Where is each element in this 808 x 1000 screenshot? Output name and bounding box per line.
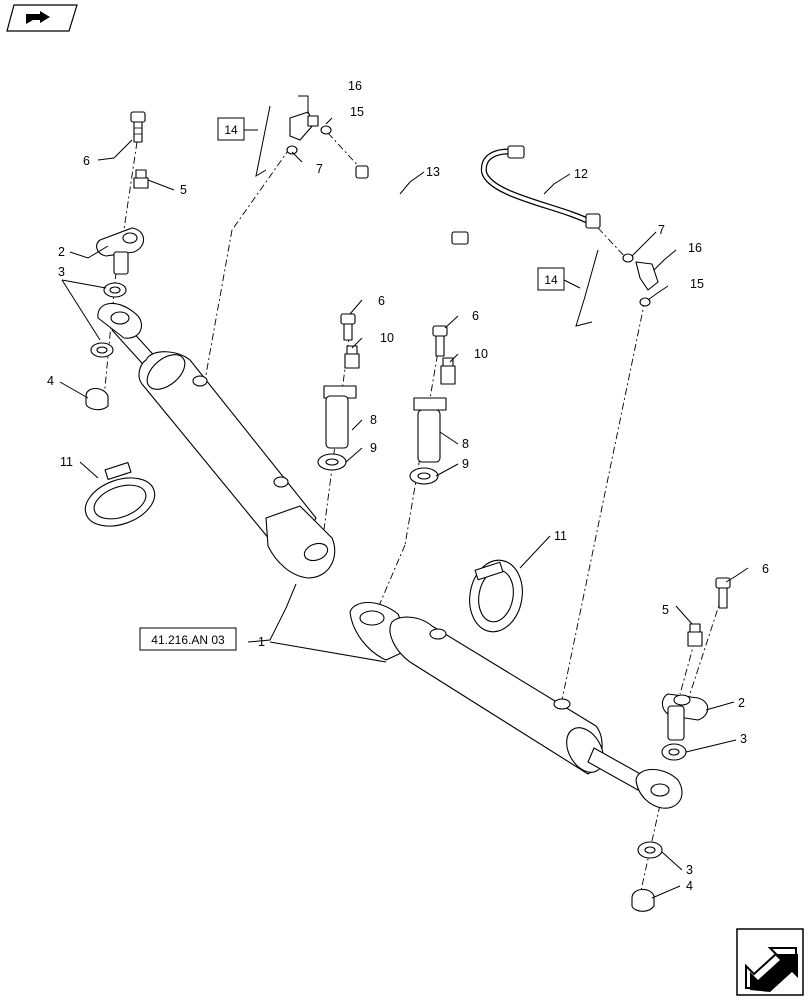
callout-16: 16 (348, 79, 362, 93)
book-arrow-icon[interactable] (6, 4, 78, 32)
ref-box-41216-label: 41.216.AN 03 (151, 633, 225, 647)
callout-3: 3 (686, 863, 693, 877)
callout-7: 7 (658, 223, 665, 237)
callout-2: 2 (738, 696, 745, 710)
callout-15: 15 (350, 105, 364, 119)
callout-labels: 6 5 2 3 4 11 1 16 15 7 13 12 6 10 8 9 6 … (47, 79, 769, 893)
callout-11: 11 (554, 529, 567, 543)
hose-clamp-11-a (84, 461, 156, 527)
pivot-pin-2-a (96, 227, 145, 275)
callout-6: 6 (762, 562, 769, 576)
pin-8-b (413, 397, 447, 463)
bolt-6-b (340, 313, 356, 341)
callout-6: 6 (378, 294, 385, 308)
ref-box-14-a[interactable]: 14 (217, 105, 271, 178)
callout-10: 10 (380, 331, 394, 345)
callout-4: 4 (686, 879, 693, 893)
callout-13: 13 (426, 165, 440, 179)
bolt-6-d (715, 577, 731, 609)
o-rings-7-15-b (622, 253, 651, 307)
callout-2: 2 (58, 245, 65, 259)
pin-8-a (323, 385, 357, 449)
washers-3-a (90, 282, 127, 358)
callout-5: 5 (662, 603, 669, 617)
clip-4-b (631, 888, 655, 912)
callout-7: 7 (316, 162, 323, 176)
callout-8: 8 (370, 413, 377, 427)
callout-9: 9 (370, 441, 377, 455)
ref-box-14-a-label: 14 (224, 123, 238, 137)
callout-5: 5 (180, 183, 187, 197)
washer-9-a (317, 453, 347, 471)
callout-3: 3 (58, 265, 65, 279)
o-rings-7-15-a (286, 125, 332, 155)
grease-nipple-10-b (440, 357, 456, 385)
ref-box-41216[interactable]: 41.216.AN 03 (139, 627, 237, 651)
washers-3-b (637, 743, 687, 859)
hydraulic-cylinder-left (97, 302, 336, 579)
center-lines (103, 132, 723, 896)
grease-nipple-10-a (344, 345, 360, 369)
callout-16: 16 (688, 241, 702, 255)
callout-3: 3 (740, 732, 747, 746)
pivot-pin-2-b (661, 693, 709, 741)
callout-9: 9 (462, 457, 469, 471)
clip-4-a (85, 387, 109, 411)
callout-12: 12 (574, 167, 588, 181)
hose-clamp-11-b (469, 559, 523, 633)
callout-15: 15 (690, 277, 704, 291)
elbow-fitting-16-a (289, 111, 319, 141)
bolt-6-a (130, 111, 146, 143)
hydraulic-pipe-13 (355, 165, 469, 245)
grease-nipple-5-b (687, 623, 703, 647)
hydraulic-pipe-12 (480, 145, 601, 229)
callout-10: 10 (474, 347, 488, 361)
ref-box-14-b[interactable]: 14 (537, 249, 599, 327)
grease-nipple-5-a (133, 169, 149, 189)
next-page-arrow-icon[interactable] (736, 928, 804, 996)
callout-11: 11 (60, 455, 73, 469)
washer-9-b (409, 467, 439, 485)
leader-lines (59, 95, 749, 899)
callout-4: 4 (47, 374, 54, 388)
callout-8: 8 (462, 437, 469, 451)
callout-6: 6 (472, 309, 479, 323)
callout-1: 1 (258, 635, 265, 649)
bolt-6-c (432, 325, 448, 357)
ref-box-14-b-label: 14 (544, 273, 558, 287)
callout-6: 6 (83, 154, 90, 168)
hydraulic-cylinder-right (349, 601, 683, 809)
elbow-fitting-16-b (635, 261, 659, 291)
